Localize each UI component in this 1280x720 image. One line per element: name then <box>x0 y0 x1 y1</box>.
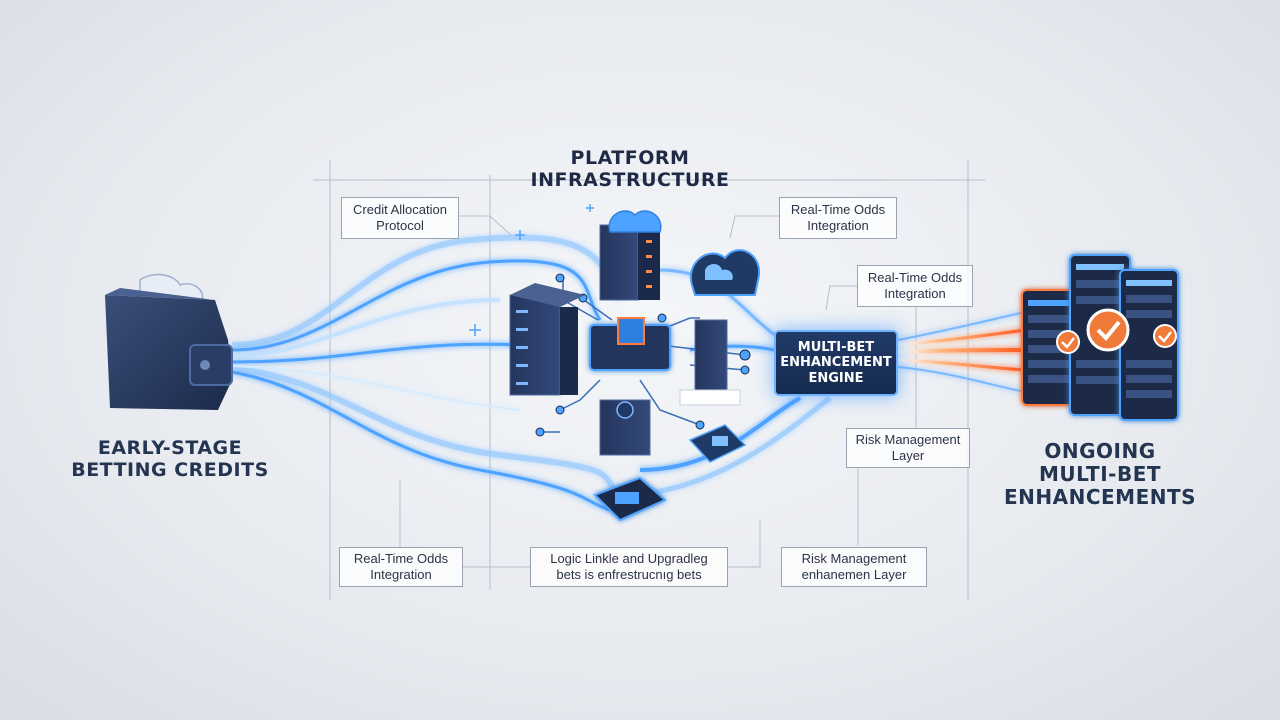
odds-integration-label-top: Real-Time Odds Integration <box>779 197 897 239</box>
server-rack-icon-lower <box>599 399 651 456</box>
logic-upgrading-label: Logic Linkle and Upgradleg bets is enfre… <box>530 547 728 587</box>
wallet-icon <box>105 273 233 410</box>
checkmark-icon-right <box>1153 324 1177 348</box>
server-rack-icon-small <box>679 319 741 406</box>
early-stage-credits-heading: EARLY-STAGE BETTING CREDITS <box>71 437 269 481</box>
sparkle-icons <box>469 204 594 336</box>
connector-nodes <box>535 273 751 437</box>
odds-integration-label-bottom: Real-Time Odds Integration <box>339 547 463 587</box>
bet-slip-icon-right <box>1119 269 1179 421</box>
enhancement-flow-streams <box>897 311 1026 393</box>
cloud-server-icon <box>689 249 761 296</box>
odds-integration-label-middle: Real-Time Odds Integration <box>857 265 973 307</box>
cloud-icon <box>608 210 662 233</box>
platform-infrastructure-heading: PLATFORM INFRASTRUCTURE <box>530 147 730 191</box>
chip-icon <box>589 317 671 371</box>
checkmark-icon-left <box>1056 330 1080 354</box>
guide-lines <box>313 160 985 600</box>
credit-allocation-label: Credit Allocation Protocol <box>341 197 459 239</box>
microchip-icon-right <box>688 424 747 463</box>
checkmark-icon-main <box>1086 308 1130 352</box>
server-rack-icon-top <box>599 224 660 301</box>
bet-slip-icon-left <box>1021 289 1081 406</box>
microchip-icon-bottom <box>593 476 667 522</box>
risk-management-label-bottom: Risk Management enhanemen Layer <box>781 547 927 587</box>
risk-management-label-middle: Risk Management Layer <box>846 428 970 468</box>
ongoing-enhancements-heading: ONGOING MULTI-BET ENHANCEMENTS <box>1003 439 1197 509</box>
server-rack-icon-large <box>509 283 585 396</box>
credit-flow-streams <box>231 234 623 512</box>
multi-bet-enhancement-engine: MULTI-BET ENHANCEMENT ENGINE <box>774 330 898 396</box>
